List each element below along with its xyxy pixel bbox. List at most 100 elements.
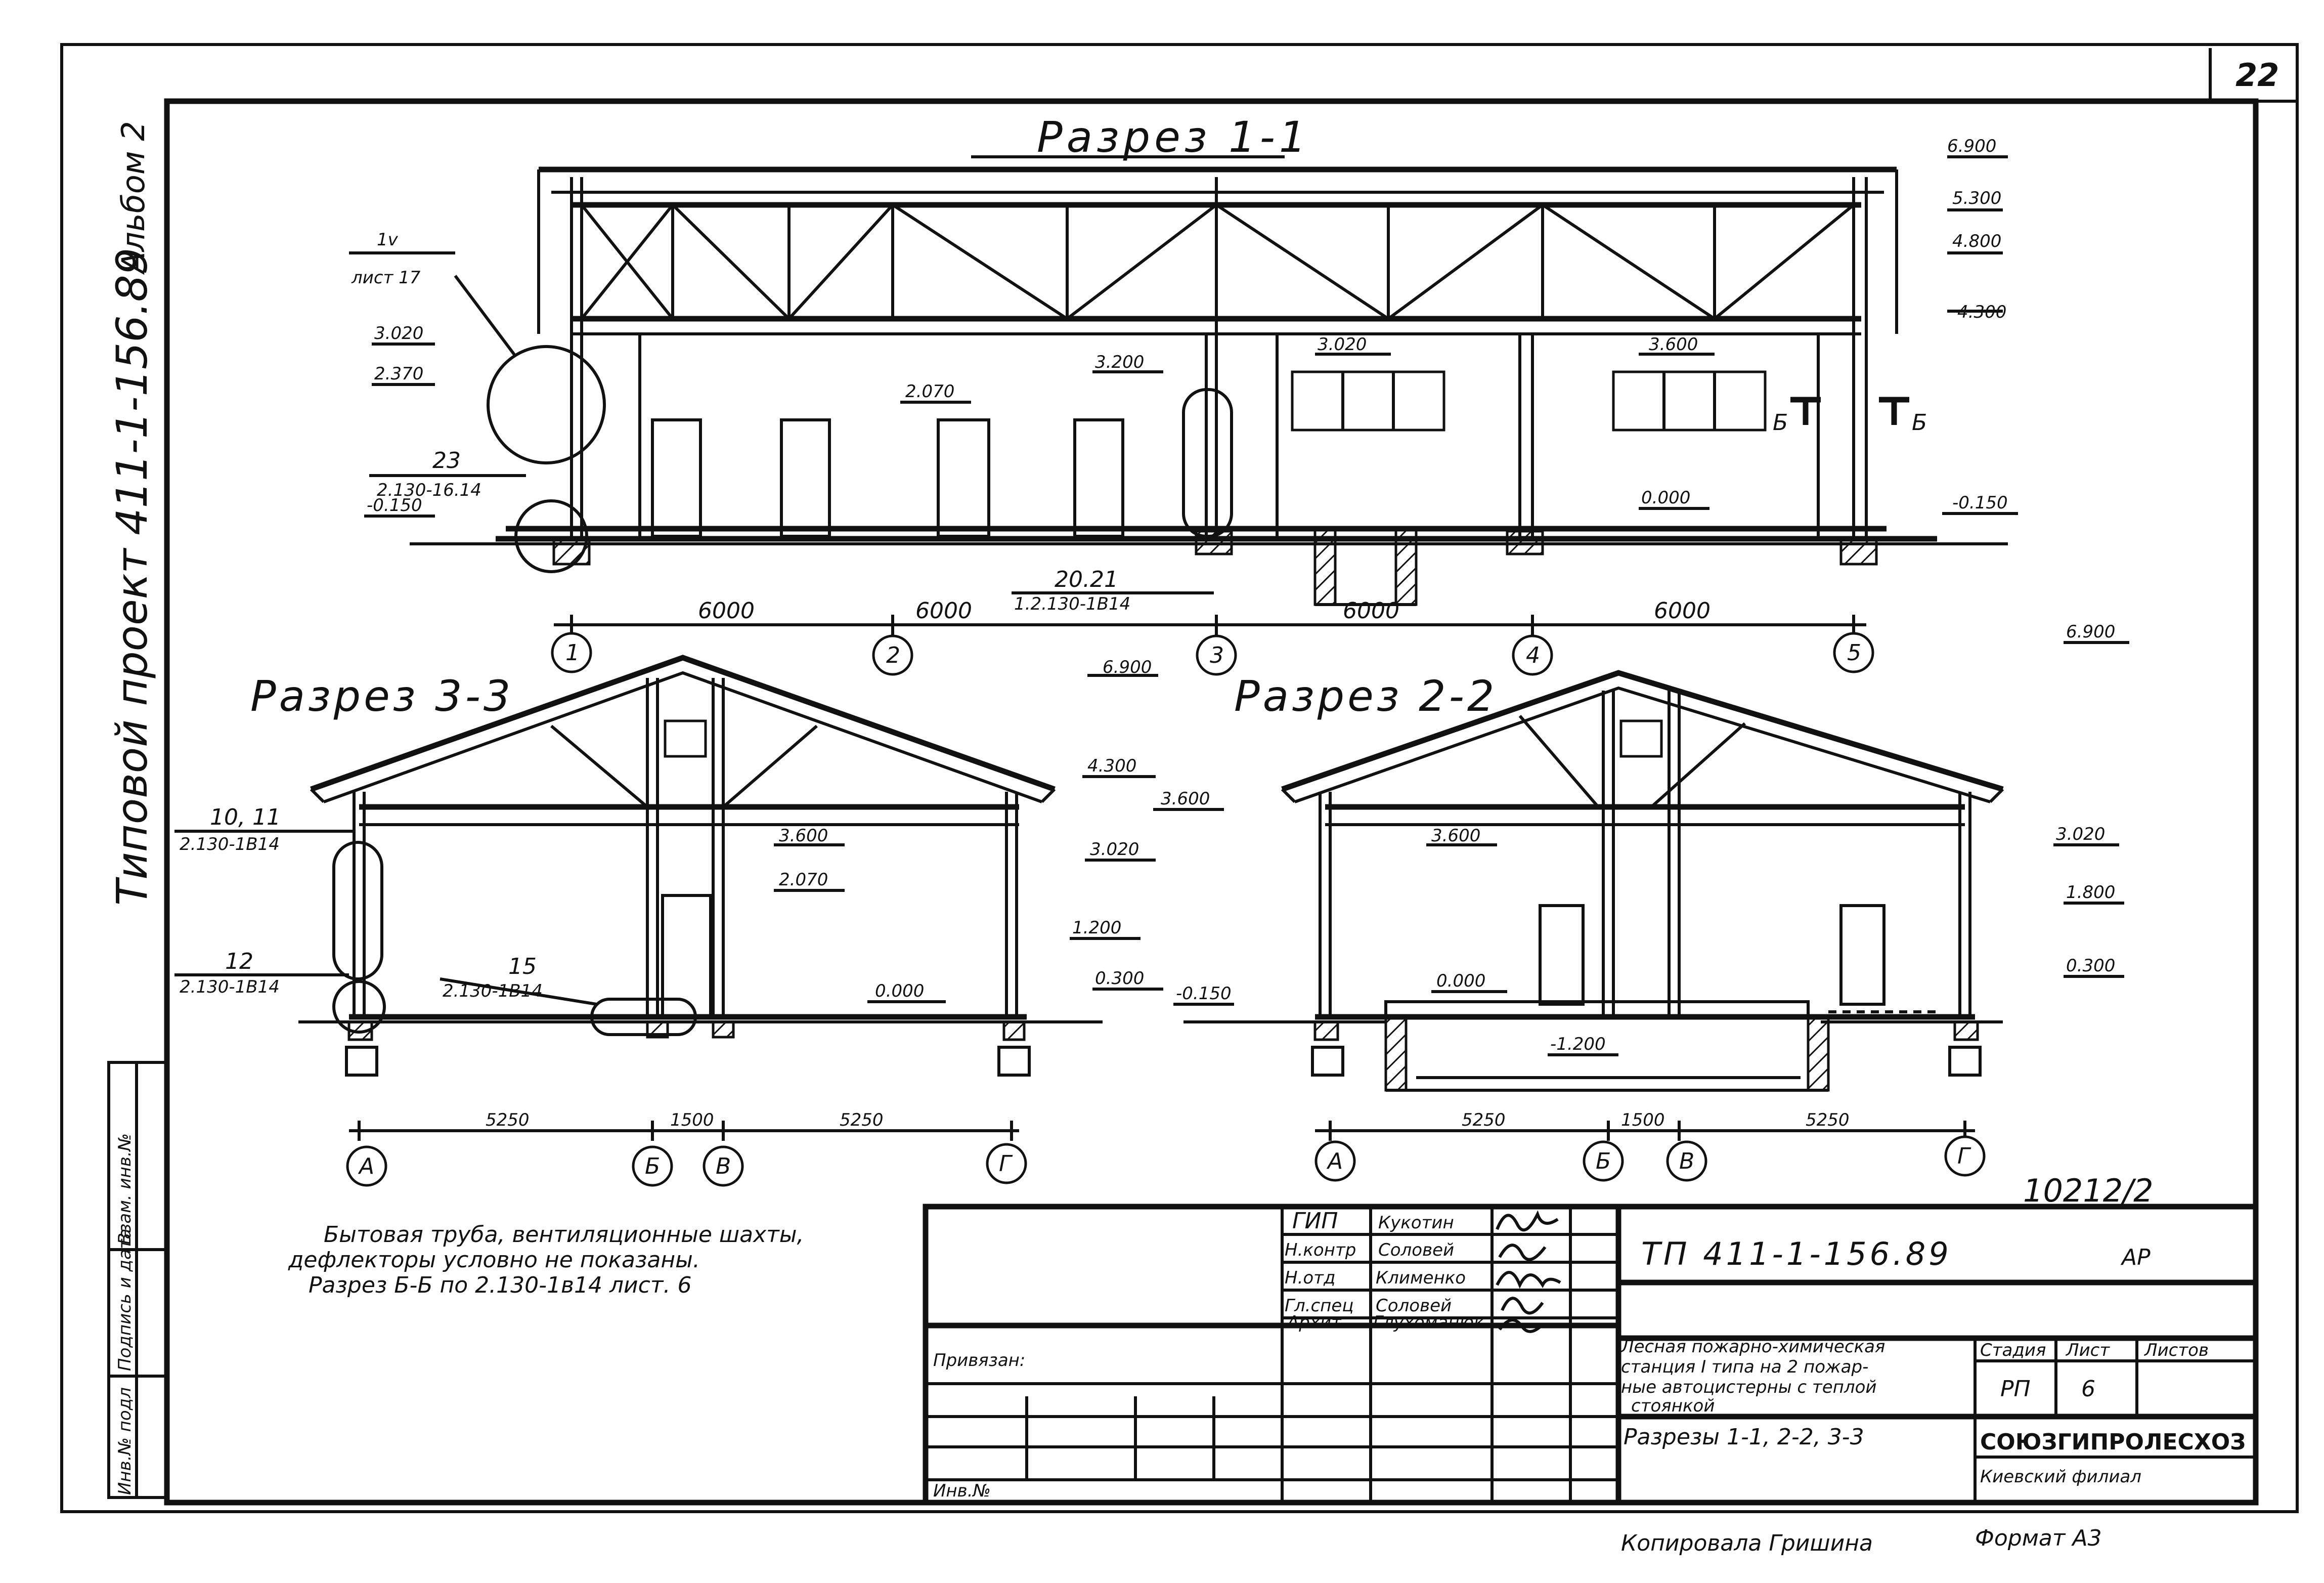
s33-callout-15: 15	[508, 954, 537, 979]
object-line-4: стоянкой	[1631, 1396, 1715, 1416]
branch: Киевский филиал	[1980, 1467, 2141, 1487]
signer-role-5: Архит	[1286, 1312, 1342, 1333]
s33-axis-v: В	[716, 1153, 731, 1179]
s33-level-2070: 2.070	[779, 870, 828, 890]
s11-level-3600: 3.600	[1649, 334, 1698, 355]
stamp-replace: Взам. инв.№	[115, 1133, 135, 1245]
s11-level-0000: 0.000	[1641, 488, 1690, 508]
section-3-3-title: Разрез 3-3	[250, 671, 513, 721]
s11-level-4800: 4.800	[1952, 231, 2001, 251]
s33-callout-12-ref: 2.130-1В14	[180, 977, 280, 997]
section-1-1: Разрез 1-1	[410, 112, 2008, 635]
s11-span-1: 6000	[698, 598, 755, 624]
s11-callout-23: 23	[432, 448, 461, 474]
sheets-label: Листов	[2143, 1340, 2209, 1360]
s33-axis-a: А	[358, 1153, 374, 1179]
s11-span-3: 6000	[1343, 598, 1399, 624]
album-label: Альбом 2	[115, 121, 152, 275]
s22-axis-b: Б	[1596, 1148, 1611, 1174]
sheet-mark: АР	[2120, 1245, 2151, 1270]
signer-role-3: Н.отд	[1285, 1268, 1336, 1288]
s33-callout-15-ref: 2.130-1В14	[443, 981, 543, 1001]
s11-level-2370: 2.370	[374, 364, 423, 384]
s11-axis-2: 2	[886, 643, 900, 668]
signer-name-1: Кукотин	[1378, 1213, 1454, 1233]
s11-level-4300: 4.300	[1957, 302, 2006, 322]
s11-level-5300: 5.300	[1952, 188, 2001, 208]
s33-level-3600: 3.600	[779, 826, 828, 846]
note-line-2: дефлекторы условно не показаны.	[288, 1247, 700, 1273]
s22-level-3600: 3.600	[1431, 826, 1480, 846]
organization: СОЮЗГИПРОЛЕСХОЗ	[1980, 1429, 2246, 1455]
s11-level-3020-left: 3.020	[374, 323, 423, 344]
s11-callout-2021: 20.21	[1055, 567, 1118, 592]
s22-axis-v: В	[1679, 1148, 1694, 1174]
note-line-1: Бытовая труба, вентиляционные шахты,	[324, 1222, 804, 1248]
signer-name-3: Клименко	[1376, 1268, 1466, 1288]
bound-label: Привязан:	[933, 1350, 1025, 1371]
s33-level-0300: 0.300	[1095, 968, 1144, 989]
signer-role-2: Н.контр	[1285, 1240, 1356, 1260]
s11-span-4: 6000	[1654, 598, 1711, 624]
signer-name-5: Глухоманюк	[1373, 1312, 1484, 1333]
s33-level-3600-right: 3.600	[1161, 789, 1210, 809]
s33-callout-1011-ref: 2.130-1В14	[180, 834, 280, 854]
s11-level-m0150-left: -0.150	[367, 495, 422, 516]
s11-cut-mark-right: Б	[1912, 410, 1927, 436]
s22-level-marks	[1426, 641, 2129, 1056]
s33-axis-g: Г	[999, 1151, 1013, 1177]
s33-level-4300: 4.300	[1087, 756, 1136, 776]
s33-level-marks	[774, 674, 1234, 1006]
s22-axis-a: А	[1326, 1148, 1343, 1174]
title-block	[923, 1204, 2259, 1506]
s11-callout-2021-ref: 1.2.130-1В14	[1014, 594, 1130, 614]
s22-span-2: 1500	[1621, 1110, 1665, 1130]
signatures	[1496, 1210, 1561, 1333]
s11-axis-5: 5	[1847, 640, 1861, 666]
s22-level-0000: 0.000	[1436, 971, 1485, 991]
page-number: 22	[2235, 57, 2279, 94]
s11-level-2070: 2.070	[905, 381, 954, 402]
side-stamp	[107, 1061, 168, 1499]
s22-level-3020: 3.020	[2056, 824, 2105, 844]
project-label: Типовой проект 411-1-156.89	[107, 248, 157, 906]
s33-level-m0150: -0.150	[1176, 983, 1232, 1004]
format: Формат А3	[1975, 1525, 2102, 1551]
s11-axis-bubbles	[551, 632, 1874, 676]
s22-span-1: 5250	[1462, 1110, 1506, 1130]
signer-role-1: ГИП	[1292, 1208, 1338, 1234]
s22-level-m1200: -1.200	[1550, 1034, 1606, 1054]
signer-name-2: Соловей	[1378, 1240, 1454, 1260]
tp-code: ТП 411-1-156.89	[1641, 1235, 1952, 1272]
note-line-3: Разрез Б-Б по 2.130-1в14 лист. 6	[309, 1272, 691, 1298]
s22-level-0300: 0.300	[2066, 956, 2115, 976]
s11-level-3200: 3.200	[1095, 352, 1144, 372]
s33-level-0000: 0.000	[875, 981, 924, 1001]
s33-level-6900: 6.900	[1103, 657, 1152, 677]
s11-level-3020: 3.020	[1318, 334, 1367, 355]
section-2-2-title: Разрез 2-2	[1234, 671, 1497, 721]
s33-level-3020: 3.020	[1090, 839, 1139, 860]
object-line-1: Лесная пожарно-химическая	[1620, 1337, 1885, 1357]
stamp-sign-date: Подпись и дата	[115, 1228, 135, 1371]
s33-callout-12: 12	[225, 949, 253, 974]
object-line-3: ные автоцистерны с теплой	[1621, 1377, 1876, 1397]
s11-cut-mark-left: Б	[1773, 410, 1788, 436]
stage-value: РП	[2000, 1376, 2031, 1402]
section-3-3: Разрез 3-3	[250, 655, 1103, 1187]
s11-level-6900: 6.900	[1947, 136, 1996, 156]
sheet-title: Разрезы 1-1, 2-2, 3-3	[1624, 1424, 1864, 1450]
s33-span-1: 5250	[486, 1110, 530, 1130]
s33-span-2: 1500	[670, 1110, 714, 1130]
inv-label: Инв.№	[933, 1481, 991, 1501]
s22-level-1800: 1.800	[2066, 882, 2115, 903]
section-2-2: Разрез 2-2	[1183, 670, 2004, 1182]
s33-axis-b: Б	[645, 1153, 660, 1179]
copied-by: Копировала Гришина	[1621, 1530, 1873, 1556]
s11-axis-4: 4	[1526, 643, 1540, 668]
s11-callout-23-ref: 2.130-16.14	[377, 480, 481, 500]
s22-axis-g: Г	[1957, 1143, 1971, 1169]
s11-span-2: 6000	[915, 598, 972, 624]
s11-level-marks	[364, 155, 2018, 518]
s11-callout-1v-sheet: лист 17	[351, 268, 421, 288]
